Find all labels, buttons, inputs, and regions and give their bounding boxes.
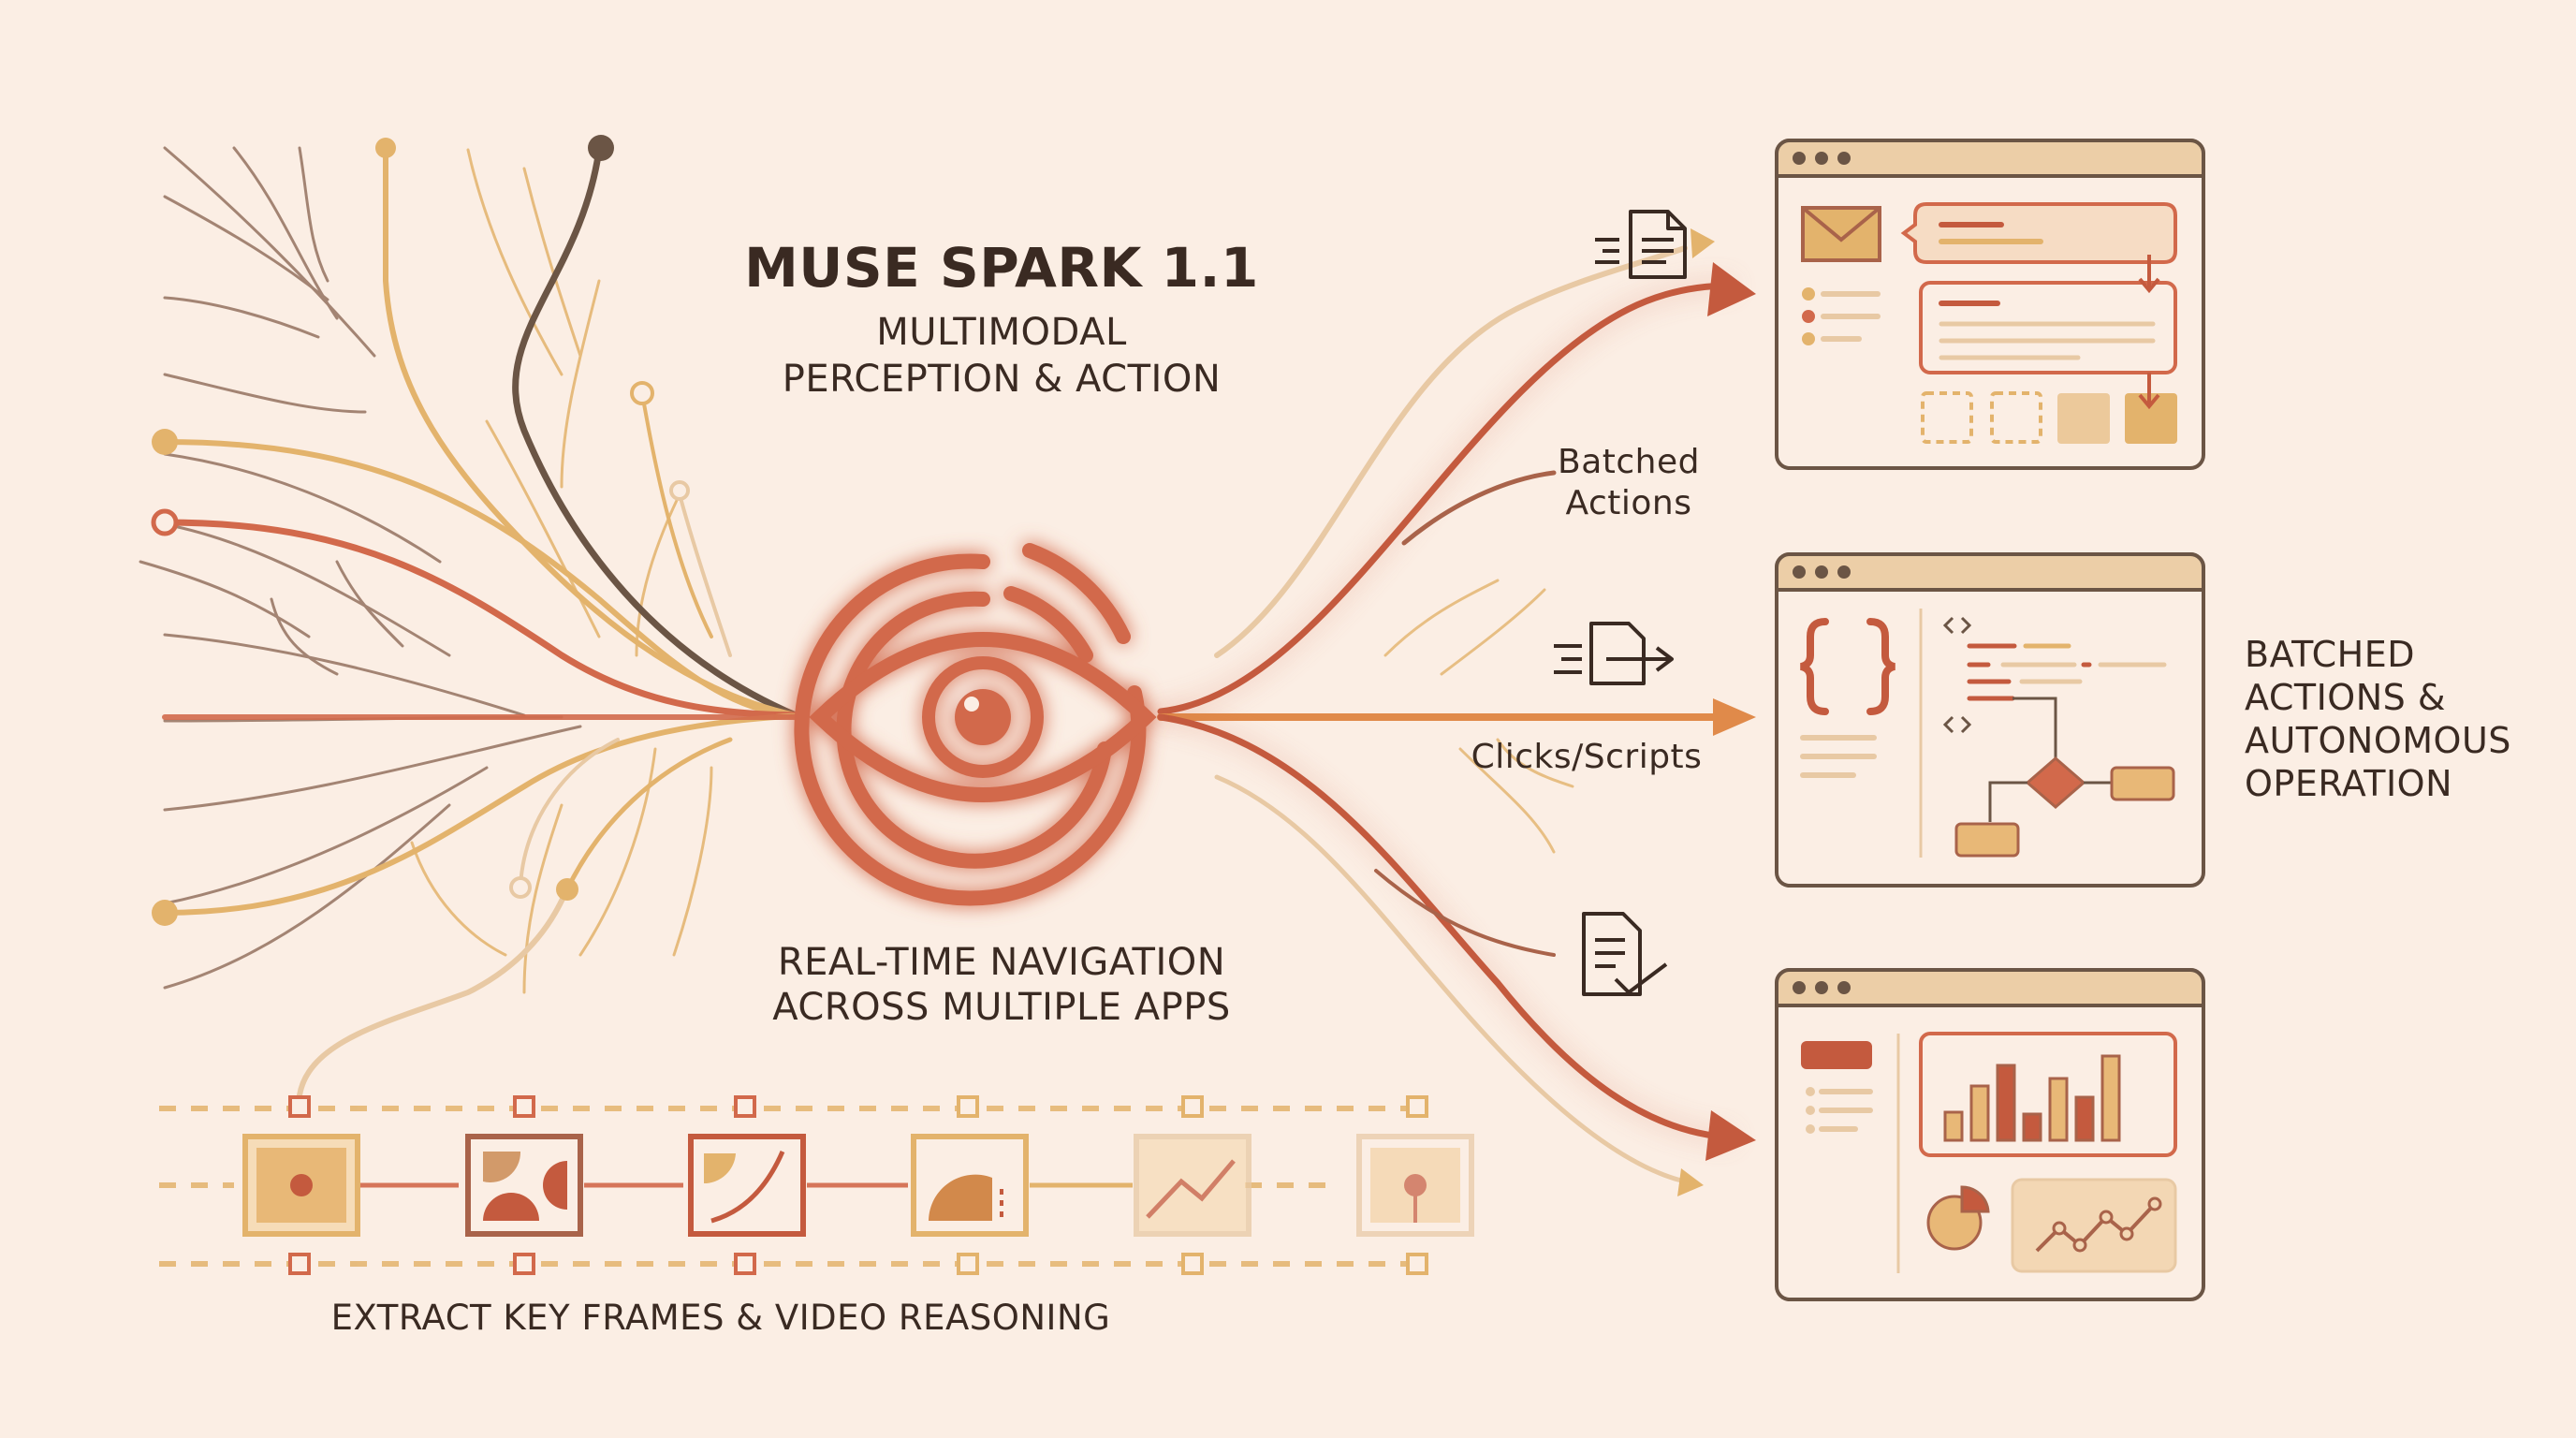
code-braces-icon <box>1799 618 1896 715</box>
batched-actions-label: Batched Actions <box>1535 442 1722 524</box>
app-window-mail <box>1775 139 2205 470</box>
right-flows <box>1157 245 1735 1184</box>
key-frame-6 <box>1356 1134 1474 1237</box>
title: MUSE SPARK 1.1 <box>744 236 1259 300</box>
key-frame-3 <box>688 1134 806 1237</box>
document-send-icon <box>1554 622 1674 685</box>
app-window-code <box>1775 552 2205 888</box>
batched-actions-line-1: Batched <box>1558 443 1700 481</box>
pie-chart-icon <box>1926 1185 1990 1251</box>
clicks-scripts-label: Clicks/Scripts <box>1471 738 1703 776</box>
eye-icon <box>794 543 1157 906</box>
filmstrip <box>159 1095 1432 1275</box>
subtitle: MULTIMODAL PERCEPTION & ACTION <box>711 309 1292 403</box>
left-network-nodes <box>151 135 690 926</box>
caption-line-1: BATCHED <box>2245 634 2415 675</box>
line-chart-icon <box>2035 1196 2162 1253</box>
left-network <box>139 145 809 1098</box>
batched-actions-line-2: Actions <box>1565 484 1692 522</box>
flow-arrowheads <box>1677 228 1756 1196</box>
document-icon <box>1595 210 1687 279</box>
bar-chart-icon <box>1943 1054 2121 1142</box>
flowchart-icon <box>1954 697 2175 858</box>
key-frame-4 <box>911 1134 1029 1237</box>
navigation-label: REAL-TIME NAVIGATION ACROSS MULTIPLE APP… <box>683 940 1320 1030</box>
subtitle-line-2: PERCEPTION & ACTION <box>782 358 1222 401</box>
app-window-analytics <box>1775 968 2205 1301</box>
key-frame-1 <box>242 1134 360 1237</box>
key-frame-5 <box>1134 1134 1251 1237</box>
mail-icon <box>1801 206 1881 262</box>
document-check-icon <box>1582 912 1668 996</box>
caption-line-2: ACTIONS & <box>2245 677 2446 718</box>
navigation-line-2: ACROSS MULTIPLE APPS <box>772 986 1231 1029</box>
key-frame-2 <box>465 1134 583 1237</box>
video-reasoning-label: EXTRACT KEY FRAMES & VIDEO REASONING <box>330 1298 1111 1338</box>
caption-line-4: OPERATION <box>2245 763 2452 804</box>
subtitle-line-1: MULTIMODAL <box>876 311 1127 354</box>
autonomous-operation-caption: BATCHED ACTIONS & AUTONOMOUS OPERATION <box>2245 633 2544 805</box>
navigation-line-1: REAL-TIME NAVIGATION <box>777 941 1226 984</box>
caption-line-3: AUTONOMOUS <box>2245 720 2511 761</box>
